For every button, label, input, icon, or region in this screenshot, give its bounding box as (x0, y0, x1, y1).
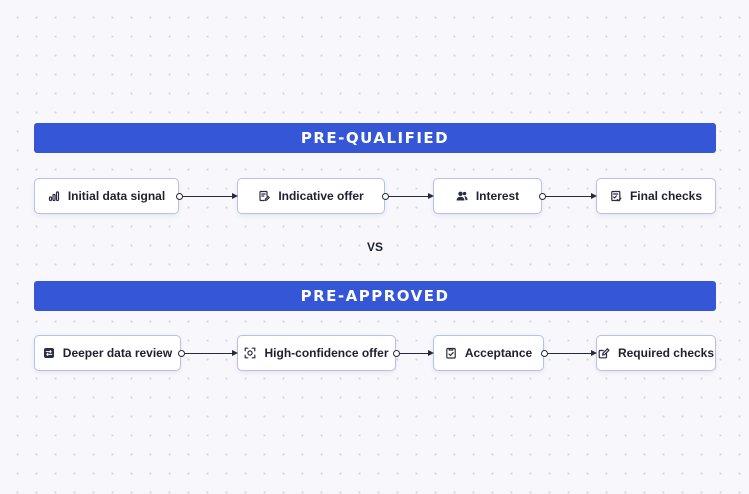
connector-arrow (393, 349, 434, 358)
connector-arrow (541, 349, 597, 358)
step-label: Final checks (629, 189, 703, 203)
connector-arrow (178, 349, 238, 358)
step-label: Acceptance (464, 346, 533, 360)
deeper-data-review-node: Deeper data review (34, 335, 181, 371)
indicative-offer-node: Indicative offer (237, 178, 385, 214)
focus-target-icon (244, 347, 256, 359)
clipboard-check-icon (445, 347, 457, 359)
step-label: Required checks (617, 346, 715, 360)
document-edit-icon (258, 190, 271, 202)
interest-node: Interest (433, 178, 542, 214)
checklist-icon (610, 190, 622, 202)
connector-arrow (176, 192, 238, 201)
step-label: High-confidence offer (264, 346, 389, 360)
pre-approved-banner: PRE-APPROVED (34, 281, 716, 311)
step-label: Initial data signal (67, 189, 166, 203)
final-checks-node: Final checks (596, 178, 716, 214)
high-confidence-offer-node: High-confidence offer (237, 335, 396, 371)
acceptance-node: Acceptance (433, 335, 544, 371)
step-label: Indicative offer (278, 189, 364, 203)
vs-label: VS (366, 240, 383, 254)
connector-arrow (382, 192, 434, 201)
pre-qualified-banner: PRE-QUALIFIED (34, 123, 716, 153)
signal-bars-icon (48, 190, 60, 202)
step-label: Deeper data review (62, 346, 173, 360)
step-label: Interest (475, 189, 520, 203)
data-list-icon (43, 347, 55, 359)
users-icon (456, 190, 468, 202)
required-checks-node: Required checks (596, 335, 716, 371)
connector-arrow (539, 192, 597, 201)
initial-data-signal-node: Initial data signal (34, 178, 179, 214)
pencil-square-icon (598, 347, 610, 359)
